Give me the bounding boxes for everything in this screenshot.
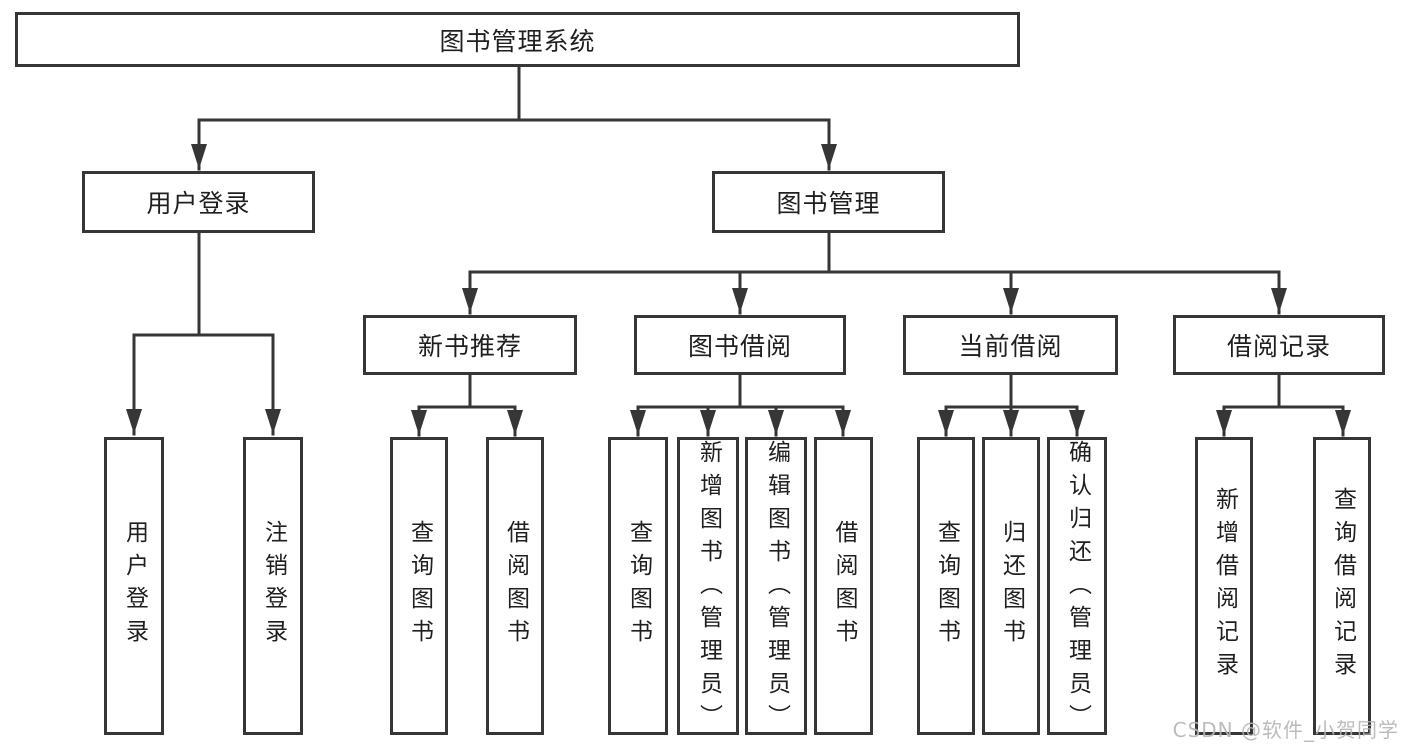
leaf-query-books-recommend: 查询图书 [390, 437, 448, 735]
leaf-query-books-current: 查询图书 [917, 437, 975, 735]
node-current-borrowing: 当前借阅 [903, 315, 1118, 375]
leaf-query-borrow-record: 查询借阅记录 [1313, 437, 1371, 735]
connector-root-to-level2 [191, 65, 837, 171]
connector-user-login-to-leaves [126, 231, 281, 436]
leaf-edit-books-admin: 编辑图书（管理员） [745, 437, 807, 737]
leaf-return-books: 归还图书 [982, 437, 1040, 735]
connector-book-borrowing-to-leaves [630, 373, 851, 437]
node-library-management-system: 图书管理系统 [15, 12, 1020, 67]
node-new-book-recommendation: 新书推荐 [363, 315, 577, 375]
connector-new-book-to-leaves [411, 373, 523, 437]
node-book-borrowing: 图书借阅 [634, 315, 846, 375]
leaf-confirm-return-admin: 确认归还（管理员） [1047, 437, 1107, 737]
leaf-add-books-admin: 新增图书（管理员） [677, 437, 739, 737]
leaf-query-books-borrowing: 查询图书 [608, 437, 668, 735]
csdn-watermark: CSDN @软件_小贺同学 [1172, 718, 1399, 742]
leaf-borrow-books: 借阅图书 [814, 437, 873, 735]
connector-current-borrowing-to-leaves [938, 373, 1085, 437]
connector-book-management-to-level3 [462, 231, 1287, 315]
leaf-add-borrow-record: 新增借阅记录 [1195, 437, 1253, 735]
leaf-user-login: 用户登录 [104, 437, 164, 735]
connector-borrowing-records-to-leaves [1216, 373, 1351, 437]
leaf-logout: 注销登录 [243, 437, 303, 735]
node-borrowing-records: 借阅记录 [1173, 315, 1385, 375]
node-book-management: 图书管理 [712, 171, 945, 233]
node-user-login: 用户登录 [82, 171, 315, 233]
leaf-borrow-books-recommend: 借阅图书 [486, 437, 544, 735]
